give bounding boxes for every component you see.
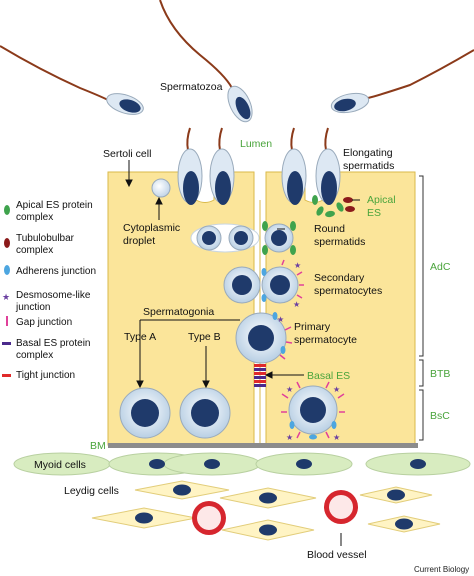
label-spermatozoa: Spermatozoa [160, 81, 223, 93]
label-type-b: Type B [188, 331, 221, 343]
legend: Apical ES protein complex Tubulobulbar c… [2, 200, 96, 381]
label-cyto-1: Cytoplasmic [123, 222, 180, 234]
svg-text:★: ★ [333, 433, 340, 442]
dark-red-oval-icon [4, 238, 10, 248]
legend-basal-es-line-1: Basal ES protein [16, 338, 91, 349]
label-elongating-1: Elongating [343, 147, 393, 159]
label-lumen: Lumen [240, 138, 272, 150]
green-oval-icon [4, 205, 10, 215]
legend-desmosome-line-1: Desmosome-like [16, 290, 91, 301]
label-myoid: Myoid cells [34, 459, 86, 471]
svg-text:★: ★ [294, 261, 301, 270]
legend-basal-es-line-2: complex [16, 350, 53, 361]
label-credit: Current Biology [414, 565, 469, 574]
primary-spermatocyte: ★ [235, 312, 293, 364]
round-spermatids-left [190, 223, 260, 253]
svg-text:★: ★ [293, 300, 300, 309]
legend-apical-es-line-1: Apical ES protein [16, 200, 93, 211]
elongating-spermatid-1 [177, 127, 203, 205]
secondary-spermatocyte-left [223, 266, 261, 304]
blood-vessel-left [192, 501, 226, 535]
label-adc: AdC [430, 261, 451, 273]
label-apical-es-2: ES [367, 207, 381, 219]
elongating-spermatid-4 [315, 127, 341, 205]
spermatogonium-type-a [119, 387, 171, 439]
label-blood-vessel: Blood vessel [307, 549, 367, 561]
label-primary-2: spermatocyte [294, 334, 357, 346]
legend-desmosome-line-2: junction [15, 302, 50, 313]
legend-adherens-line-1: Adherens junction [16, 266, 96, 277]
label-cyto-2: droplet [123, 235, 155, 247]
indigo-bar-icon [2, 342, 11, 345]
basement-membrane [108, 443, 418, 448]
annotation-arrows [125, 160, 360, 546]
sertoli-cell-right [265, 171, 416, 446]
label-secondary-1: Secondary [314, 272, 365, 284]
apical-es-markers [312, 195, 355, 218]
legend-tight-line-1: Tight junction [16, 370, 75, 381]
secondary-spermatocyte-right: ★ ★ [261, 259, 304, 309]
label-secondary-2: spermatocytes [314, 285, 382, 297]
round-spermatids-right [262, 221, 296, 255]
svg-text:★: ★ [277, 315, 284, 324]
blue-oval-icon [4, 265, 10, 275]
label-apical-es-1: Apical [367, 194, 396, 206]
elongating-spermatid-2 [209, 127, 235, 205]
cytoplasmic-droplet [151, 178, 171, 198]
spermatozoon-right [330, 49, 474, 114]
label-basal-es: Basal ES [307, 370, 350, 382]
pink-bar-icon [6, 316, 8, 326]
red-bar-icon [2, 374, 11, 377]
label-btb: BTB [430, 368, 450, 380]
label-round-1: Round [314, 223, 345, 235]
spermatogonium-type-b [179, 387, 231, 439]
compartment-bracket [419, 175, 424, 441]
legend-gap-line-1: Gap junction [16, 317, 72, 328]
label-round-2: spermatids [314, 236, 365, 248]
legend-apical-es-line-2: complex [16, 212, 53, 223]
label-type-a: Type A [124, 331, 156, 343]
svg-text:★: ★ [333, 385, 340, 394]
legend-tubulobulbar-line-2: complex [16, 245, 53, 256]
purple-star-icon: ★ [2, 292, 10, 302]
basal-es-junction [254, 364, 266, 387]
legend-tubulobulbar-line-1: Tubulobulbar [16, 233, 75, 244]
myoid-cells [13, 452, 471, 476]
label-spermatogonia: Spermatogonia [143, 306, 214, 318]
elongating-spermatid-3 [281, 127, 307, 205]
svg-text:★: ★ [286, 385, 293, 394]
spermatozoon-middle [159, 0, 253, 123]
leydig-cells [91, 480, 441, 541]
label-leydig: Leydig cells [64, 485, 119, 497]
label-sertoli-cell: Sertoli cell [103, 148, 151, 160]
spermatogonium-right: ★ ★ ★ ★ [281, 381, 345, 442]
label-primary-1: Primary [294, 321, 331, 333]
label-elongating-2: spermatids [343, 160, 394, 172]
spermatozoon-left [0, 45, 144, 115]
label-bsc: BsC [430, 410, 450, 422]
blood-vessel-right [324, 490, 358, 524]
svg-text:★: ★ [286, 433, 293, 442]
label-bm: BM [90, 440, 106, 452]
